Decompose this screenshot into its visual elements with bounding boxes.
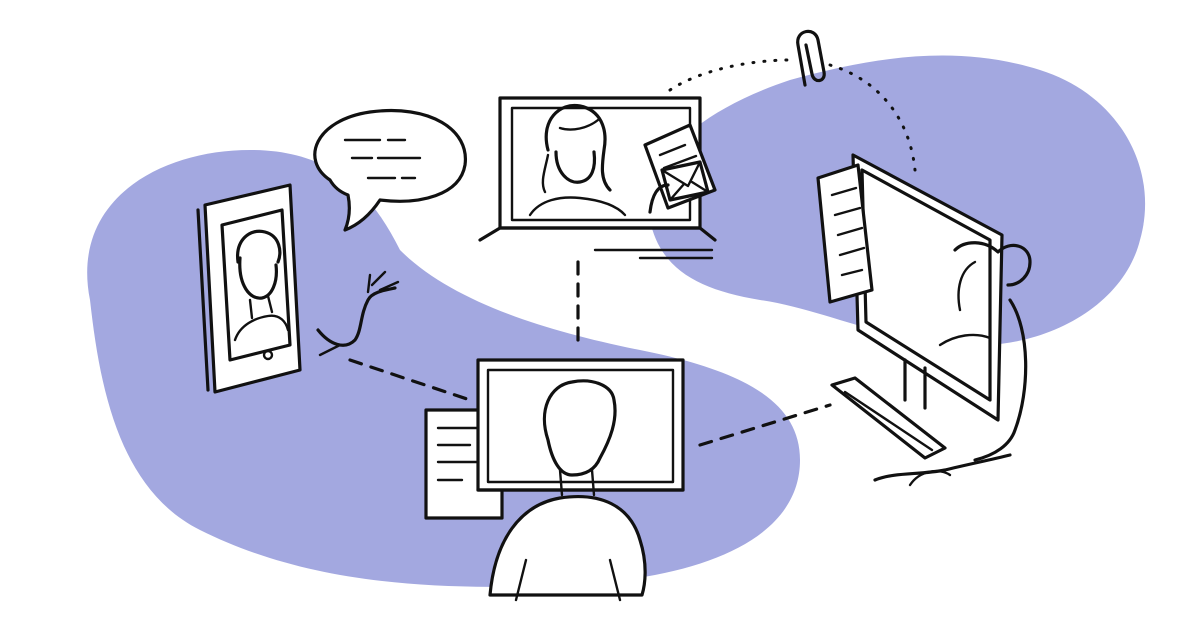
link-tablet-to-desk (348, 358, 472, 402)
paperclip-icon (796, 29, 826, 87)
envelope-icon (660, 160, 710, 202)
tablet-person (196, 183, 400, 394)
laptop-person (478, 96, 717, 260)
link-desk-to-right (698, 403, 832, 447)
monitor-person-back (424, 358, 685, 602)
desk-person (816, 153, 1032, 487)
speech-bubble-icon (313, 109, 467, 232)
link-laptop-to-clip (668, 58, 792, 92)
